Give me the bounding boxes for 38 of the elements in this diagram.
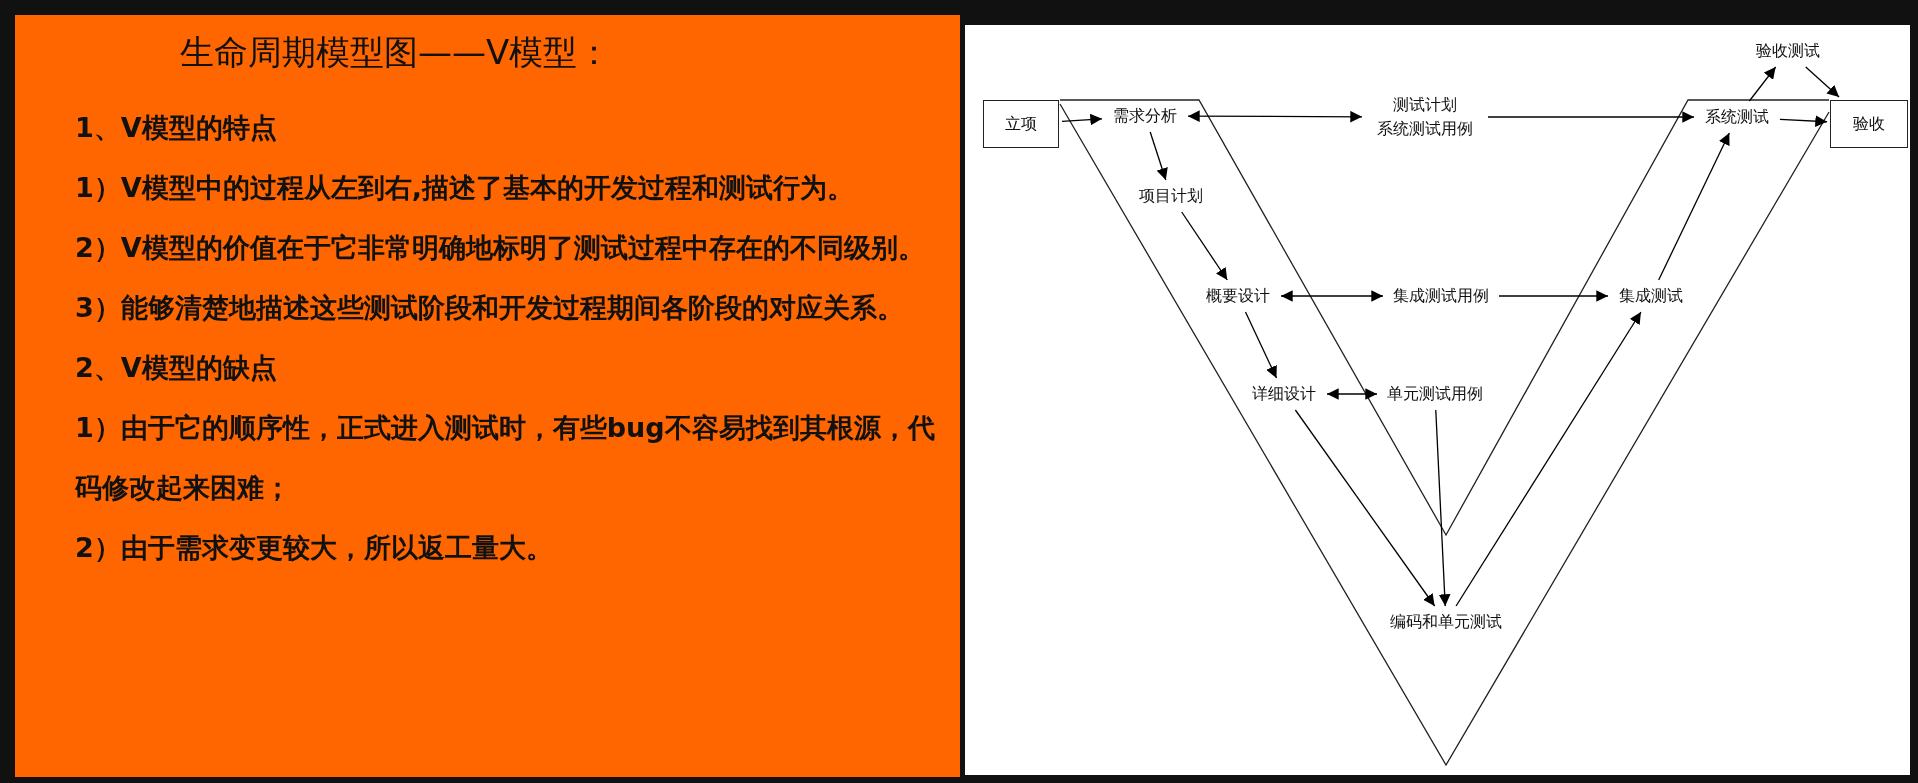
arrow bbox=[1149, 131, 1168, 181]
stage-label: 系统测试用例 bbox=[1377, 118, 1473, 140]
double-arrow bbox=[1326, 388, 1378, 400]
bullet-text: 1）由于它的顺序性，正式进入测试时，有些bug不容易找到其根源，代码修改起来困难； bbox=[75, 411, 936, 505]
slide-title: 生命周期模型图——V模型： bbox=[180, 31, 612, 74]
bullet-text: 2）由于需求变更较大，所以返工量大。 bbox=[75, 531, 554, 565]
bullet-text: 1、V模型的特点 bbox=[75, 111, 278, 145]
arrow bbox=[1181, 211, 1228, 281]
stage-box: 验收 bbox=[1830, 100, 1908, 148]
stage-label: 集成测试用例 bbox=[1386, 283, 1496, 309]
stage-label: 集成测试 bbox=[1611, 283, 1691, 309]
stage-box: 立项 bbox=[983, 100, 1059, 148]
double-arrow bbox=[1187, 110, 1363, 123]
arrow bbox=[1061, 113, 1103, 126]
stage-label: 项目计划 bbox=[1131, 183, 1211, 209]
bullet-text: 2）V模型的价值在于它非常明确地标明了测试过程中存在的不同级别。 bbox=[75, 231, 926, 265]
arrow bbox=[1805, 66, 1840, 98]
arrow bbox=[1498, 290, 1609, 302]
arrow bbox=[1779, 115, 1828, 127]
arrow bbox=[1487, 111, 1695, 123]
arrow bbox=[1244, 311, 1278, 379]
stage-label: 详细设计 bbox=[1244, 381, 1324, 407]
stage-label: 单元测试用例 bbox=[1380, 381, 1490, 407]
stage-label: 系统测试 bbox=[1697, 104, 1777, 130]
arrow bbox=[1658, 132, 1730, 281]
stage-label: 需求分析 bbox=[1105, 103, 1185, 129]
arrow bbox=[1748, 66, 1777, 102]
double-arrow bbox=[1280, 290, 1384, 302]
bullet-text: 1）V模型中的过程从左到右,描述了基本的开发过程和测试行为。 bbox=[75, 171, 855, 205]
bullet-text: 2、V模型的缺点 bbox=[75, 351, 278, 385]
stage-label: 测试计划 bbox=[1393, 94, 1457, 116]
stage-label: 验收测试 bbox=[1748, 38, 1828, 64]
bullet-text: 3）能够清楚地描述这些测试阶段和开发过程期间各阶段的对应关系。 bbox=[75, 291, 905, 325]
stage-label: 编码和单元测试 bbox=[1381, 609, 1511, 635]
arrow bbox=[1294, 409, 1436, 607]
arrow bbox=[1455, 311, 1642, 607]
stage-label: 概要设计 bbox=[1198, 283, 1278, 309]
arrow bbox=[1435, 409, 1451, 607]
